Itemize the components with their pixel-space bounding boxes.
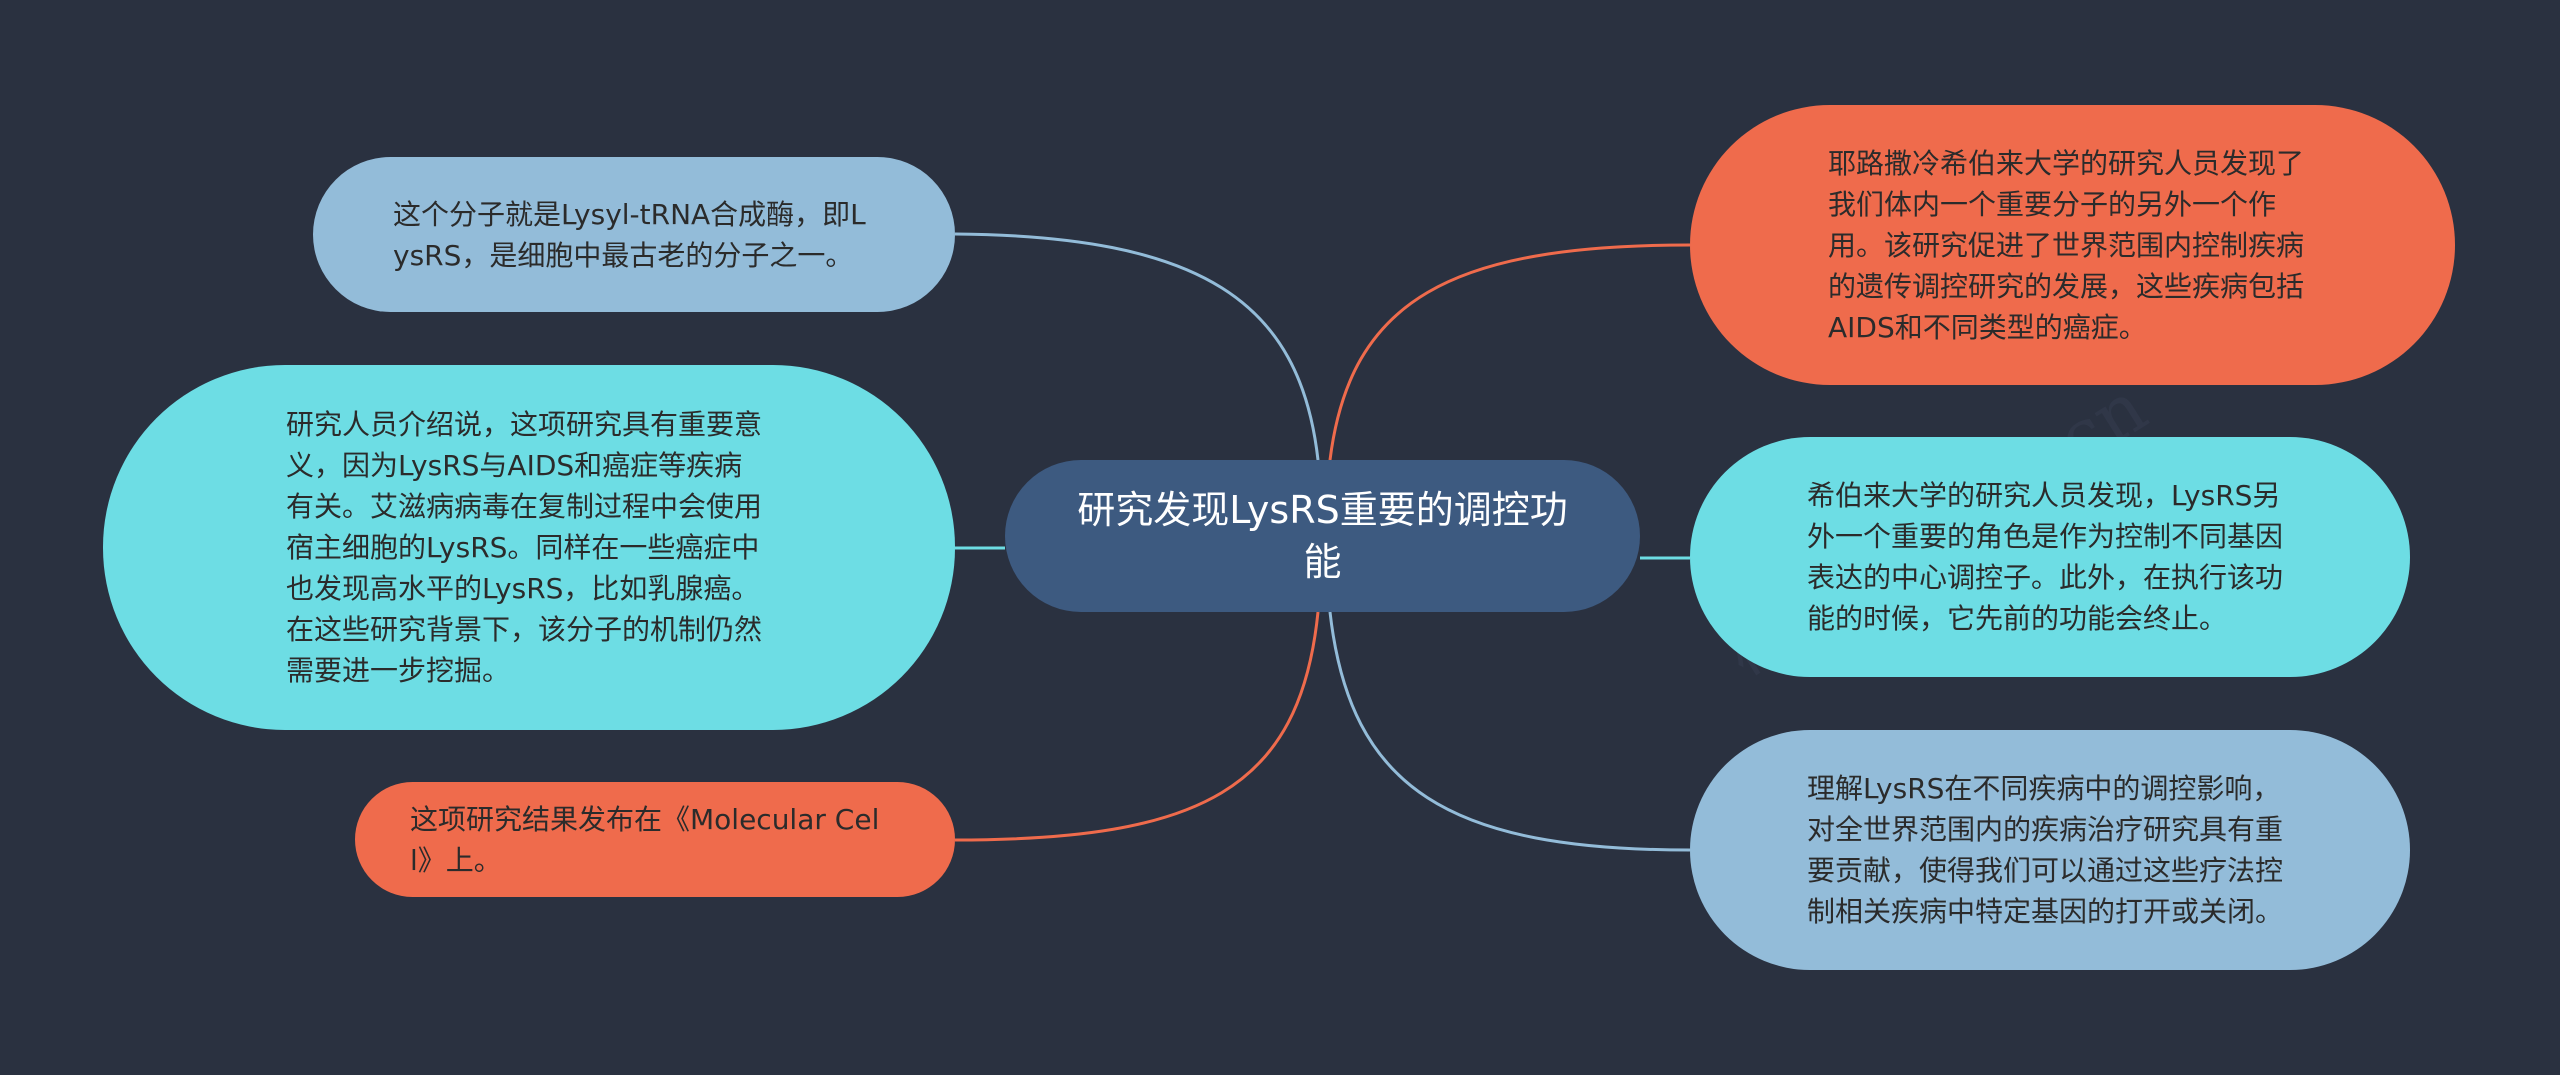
connector-left-3	[954, 611, 1320, 842]
left-node-3-text: 这项研究结果发布在《Molecular Cell》上。	[410, 802, 880, 877]
right-node-2[interactable]: 希伯来大学的研究人员发现，LysRS另外一个重要的角色是作为控制不同基因表达的中…	[1690, 437, 2410, 677]
left-node-1-text: 这个分子就是Lysyl-tRNA合成酶，即LysRS，是细胞中最古老的分子之一。	[393, 197, 866, 272]
connector-left-1	[954, 232, 1320, 461]
left-node-3[interactable]: 这项研究结果发布在《Molecular Cell》上。	[355, 782, 955, 897]
right-node-2-text: 希伯来大学的研究人员发现，LysRS另外一个重要的角色是作为控制不同基因表达的中…	[1807, 479, 2284, 635]
left-node-2-text: 研究人员介绍说，这项研究具有重要意义，因为LysRS与AIDS和癌症等疾病有关。…	[286, 408, 763, 687]
connector-right-1	[1328, 243, 1691, 461]
central-topic[interactable]: 研究发现LysRS重要的调控功能	[1005, 460, 1640, 612]
right-node-3-text: 理解LysRS在不同疾病中的调控影响，对全世界范围内的疾病治疗研究具有重要贡献，…	[1807, 772, 2284, 928]
right-node-1-text: 耶路撒冷希伯来大学的研究人员发现了我们体内一个重要分子的另外一个作用。该研究促进…	[1828, 146, 2305, 344]
right-node-1[interactable]: 耶路撒冷希伯来大学的研究人员发现了我们体内一个重要分子的另外一个作用。该研究促进…	[1690, 105, 2455, 385]
left-node-1[interactable]: 这个分子就是Lysyl-tRNA合成酶，即LysRS，是细胞中最古老的分子之一。	[313, 157, 955, 312]
right-node-3[interactable]: 理解LysRS在不同疾病中的调控影响，对全世界范围内的疾病治疗研究具有重要贡献，…	[1690, 730, 2410, 970]
connector-right-3	[1328, 611, 1691, 852]
left-node-2[interactable]: 研究人员介绍说，这项研究具有重要意义，因为LysRS与AIDS和癌症等疾病有关。…	[103, 365, 955, 730]
central-topic-label: 研究发现LysRS重要的调控功能	[1077, 488, 1568, 584]
